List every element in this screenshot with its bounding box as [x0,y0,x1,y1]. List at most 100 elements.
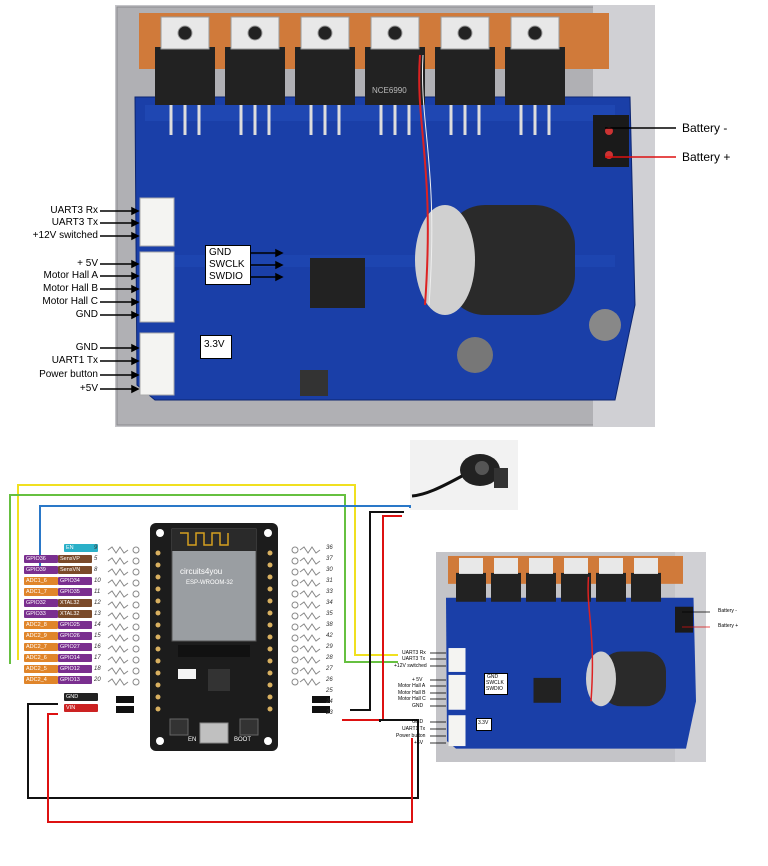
pin-number: 12 [94,600,101,606]
controller-board-image [115,5,655,427]
bottom-uart3-tx-label: UART3 Tx [402,656,426,662]
bottom-hall-c-label: Motor Hall C [398,696,426,702]
pin-label-adc2_7: ADC2_7 [24,643,58,651]
esp32-board-image [150,523,278,751]
bottom-board-arrows [430,611,710,744]
pin-number: 15 [94,633,101,639]
top-board-arrows [100,127,676,394]
right-pin-number: 38 [326,622,333,628]
pin-label-gpio39: GPIO39 [24,566,58,574]
bottom-power-button-label: Power button [396,733,426,739]
plus5v-label: + 5V [77,258,98,269]
uart1-tx-label: UART1 Tx [51,355,98,366]
bottom-swd-swdio: SWDIO [486,686,503,692]
right-pin-number: 42 [326,633,333,639]
power-button-label: Power button [39,369,98,380]
voltage-label: 3.3V [204,339,225,350]
pin-number: 14 [94,622,101,628]
bottom-gnd-label: GND [412,703,424,709]
pin-label-sensvn: SensVN [58,566,92,574]
right-pin-number: 33 [326,589,333,595]
pin-label-xtal32: XTAL32 [58,599,92,607]
boot-button-label: BOOT [234,737,252,743]
pin-label-gpio26: GPIO26 [58,632,92,640]
throttle-photo [410,440,518,510]
right-pin-number: 23 [326,710,333,716]
right-pin-number: 24 [326,699,333,705]
voltage-box [200,335,232,359]
pin-label-gpio33: GPIO33 [24,610,58,618]
pin-label-vin: VIN [64,704,98,712]
swd-label-box [205,245,251,285]
top-board-photo [115,5,655,427]
bottom-voltage-label: 3.3V [478,720,489,726]
pin-number: 5 [94,556,98,562]
bottom-hall-a-label: Motor Hall A [398,683,426,689]
pin-number: 17 [94,655,101,661]
bottom-battery-plus-label: Battery + [718,623,739,629]
pin-symbols [107,546,330,713]
pin-label-en: EN [64,544,98,552]
bottom-plus5v2-label: +5V [414,740,424,746]
battery-plus-label: Battery + [682,150,731,164]
pin-number: 8 [94,567,98,573]
motor-hall-a-label: Motor Hall A [43,270,98,281]
bottom-swd-gnd: GND [487,674,499,680]
pin-label-gpio34: GPIO34 [58,577,92,585]
pin-number: 18 [94,666,101,672]
bottom-battery-minus-label: Battery - [718,608,737,614]
pin-label-adc2_6: ADC2_6 [24,654,58,662]
right-pin-number: 28 [326,655,333,661]
uart3-tx-label: UART3 Tx [51,217,98,228]
pin-label-gpio14: GPIO14 [58,654,92,662]
gnd-label-2: GND [75,342,98,353]
bottom-swd-swclk: SWCLK [486,680,504,686]
pin-label-gpio12: GPIO12 [58,665,92,673]
pin-label-gpio36: GPIO36 [24,555,58,563]
right-pin-number: 35 [326,611,333,617]
right-pin-number: 27 [326,666,333,672]
pin-label-adc1_7: ADC1_7 [24,588,58,596]
pin-label-gpio27: GPIO27 [58,643,92,651]
pin-label-adc2_5: ADC2_5 [24,665,58,673]
pin-label-adc1_6: ADC1_6 [24,577,58,585]
right-pin-number: 25 [326,688,333,694]
pin-label-gpio32: GPIO32 [24,599,58,607]
pin-label-gpio35: GPIO35 [58,588,92,596]
swd-gnd-label: GND [209,247,232,258]
esp32-module-label: ESP-WROOM-32 [186,580,234,586]
bottom-uart3-rx-label: UART3 Rx [402,650,426,656]
battery-minus-label: Battery - [682,121,728,135]
right-pin-number: 31 [326,578,333,584]
bottom-uart1-tx-label: UART1 Tx [402,726,426,732]
pin-number: 10 [94,578,101,584]
right-pin-number: 30 [326,567,333,573]
pin-label-adc2_4: ADC2_4 [24,676,58,684]
pin-number: 9 [94,545,98,551]
mosfet-marking: NCE6990 [372,86,407,95]
pin-label-gpio25: GPIO25 [58,621,92,629]
motor-hall-b-label: Motor Hall B [42,283,98,294]
gnd-label: GND [75,309,98,320]
wiring-diagram [9,484,419,823]
pin-label-adc2_8: ADC2_8 [24,621,58,629]
esp32-brand-label: circuits4you [180,567,223,576]
bottom-12v-label: +12V switched [394,663,427,669]
swd-swclk-label: SWCLK [209,259,245,270]
right-pin-number: 29 [326,644,333,650]
right-pin-number: 37 [326,556,333,562]
pin-label-gpio13: GPIO13 [58,676,92,684]
uart3-rx-label: UART3 Rx [50,205,98,216]
plus5v-label-2: +5V [79,383,98,394]
right-pin-number: 34 [326,600,333,606]
bottom-plus5v-label: + 5V [412,677,423,683]
swd-swdio-label: SWDIO [209,271,243,282]
pin-number: 11 [94,589,101,595]
bottom-gnd2-label: GND [412,719,424,725]
right-pin-number: 36 [326,545,333,551]
bottom-hall-b-label: Motor Hall B [398,690,426,696]
pin-number: 20 [94,677,101,683]
pin-label-xtal32: XTAL32 [58,610,92,618]
